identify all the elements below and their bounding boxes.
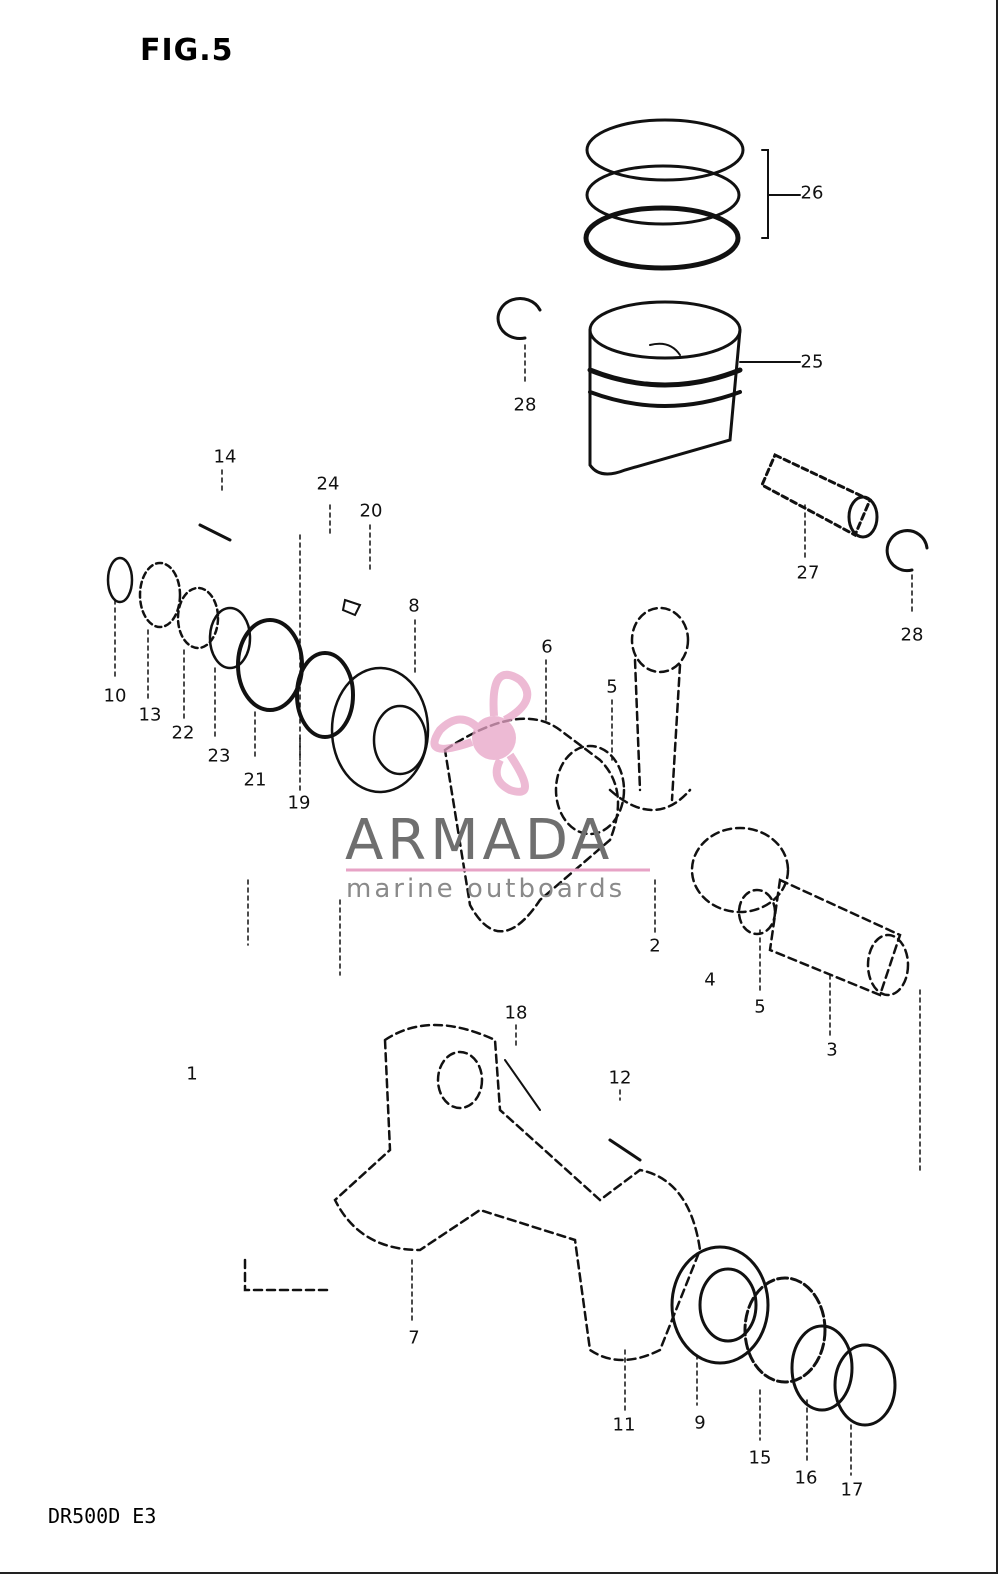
callout-23: 23 <box>207 745 231 767</box>
callout-19: 19 <box>287 792 311 814</box>
callout-5-upper: 5 <box>606 676 618 698</box>
callout-4: 4 <box>704 969 716 991</box>
callout-26: 26 <box>800 182 824 204</box>
callout-28-right: 28 <box>900 624 924 646</box>
circlips <box>496 297 929 616</box>
callout-24: 24 <box>316 473 340 495</box>
piston <box>587 300 801 476</box>
callout-13: 13 <box>138 704 162 726</box>
callout-9: 9 <box>694 1412 706 1434</box>
model-code: DR500D E3 <box>48 1504 157 1528</box>
callout-1: 1 <box>186 1063 198 1085</box>
callout-27: 27 <box>796 562 820 584</box>
crankshaft-lower <box>243 1023 702 1362</box>
callout-3: 3 <box>826 1039 838 1061</box>
watermark-name: ARMADA <box>345 808 614 873</box>
callout-14: 14 <box>213 446 237 468</box>
callout-22: 22 <box>171 722 195 744</box>
piston-rings <box>583 118 801 271</box>
callout-18: 18 <box>504 1002 528 1024</box>
callout-12: 12 <box>608 1067 632 1089</box>
callout-8: 8 <box>408 595 420 617</box>
callout-17: 17 <box>840 1479 864 1501</box>
callout-25: 25 <box>800 351 824 373</box>
callout-11: 11 <box>612 1414 636 1436</box>
callout-2: 2 <box>649 935 661 957</box>
leader-lines <box>114 469 921 1476</box>
figure-title: FIG.5 <box>140 33 234 68</box>
piston-pin <box>760 452 879 561</box>
callout-21: 21 <box>243 769 267 791</box>
callout-28-upper: 28 <box>513 394 537 416</box>
callout-16: 16 <box>794 1467 818 1489</box>
callout-15: 15 <box>748 1447 772 1469</box>
callout-5-lower: 5 <box>754 996 766 1018</box>
callout-20: 20 <box>359 500 383 522</box>
right-bearing-assembly <box>504 1059 897 1427</box>
left-shaft-assembly <box>106 523 430 794</box>
callout-6: 6 <box>541 636 553 658</box>
propeller-icon <box>430 670 532 796</box>
callout-10: 10 <box>103 685 127 707</box>
callout-7: 7 <box>408 1327 420 1349</box>
watermark-tagline: marine outboards <box>346 874 626 904</box>
connecting-rod <box>608 606 692 812</box>
